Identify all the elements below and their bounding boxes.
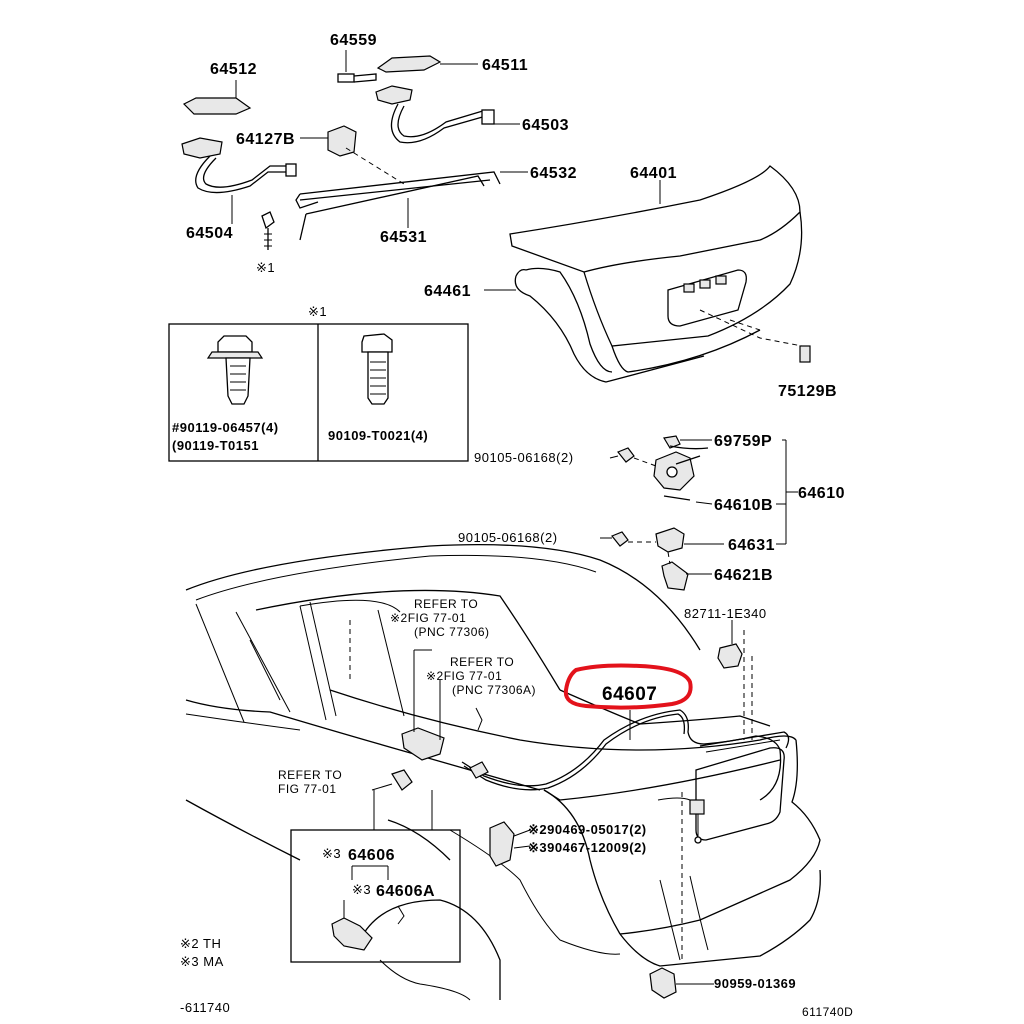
- label-64610: 64610: [798, 485, 845, 502]
- label-64503: 64503: [522, 117, 569, 134]
- legend-th: ※2 TH: [180, 936, 221, 951]
- label-64504: 64504: [186, 225, 233, 242]
- label-64532: 64532: [530, 165, 577, 182]
- label-64606a: 64606A: [376, 883, 435, 900]
- stopper-64127b-drawing: [300, 125, 357, 157]
- part-labels: 64559 64511 64512 64503 64127B 64532 644…: [172, 32, 853, 1019]
- label-75129b: 75129B: [778, 383, 837, 400]
- label-90467: ※390467-12009(2): [528, 840, 647, 855]
- hinge-64503-drawing: [375, 85, 520, 144]
- bracket-64511-drawing: [376, 55, 478, 73]
- label-refer1-line2: ※2FIG 77-01: [390, 611, 466, 625]
- label-bolt-left-2: (90119-T0151: [172, 438, 259, 453]
- label-64606: 64606: [348, 847, 395, 864]
- torsion-bars-drawing: [295, 147, 528, 241]
- label-69759p: 69759P: [714, 433, 772, 450]
- label-bolt-right-1: 90109-T0021(4): [328, 428, 428, 443]
- bolt-detail-box: [168, 323, 469, 462]
- footer-left-code: -611740: [180, 1000, 230, 1015]
- opener-detail-box: [290, 829, 461, 963]
- label-mark3-64606: ※3: [322, 846, 341, 861]
- bolt-64559-drawing: [337, 50, 377, 83]
- label-mark1-bolt: ※1: [256, 260, 275, 275]
- label-64512: 64512: [210, 61, 257, 78]
- label-refer2-line1: REFER TO: [450, 655, 514, 669]
- label-64610b: 64610B: [714, 497, 773, 514]
- label-64127b: 64127B: [236, 131, 295, 148]
- highlight-ring: [563, 663, 693, 710]
- label-64511: 64511: [482, 57, 528, 74]
- label-refer1-line1: REFER TO: [414, 597, 478, 611]
- label-refer2-line2: ※2FIG 77-01: [426, 669, 502, 683]
- lock-assembly-drawing: [600, 435, 798, 591]
- label-mark1-box: ※1: [308, 304, 327, 319]
- label-90469: ※290469-05017(2): [528, 822, 647, 837]
- legend-ma: ※3 MA: [180, 954, 224, 969]
- label-mark3-64606a: ※3: [352, 882, 371, 897]
- trunk-lid-drawing: [484, 165, 811, 383]
- footer-right-code: 611740D: [802, 1005, 853, 1019]
- label-refer1-line3: (PNC 77306): [414, 625, 490, 639]
- label-82711: 82711-1E340: [684, 606, 767, 621]
- label-refer2-line3: (PNC 77306A): [452, 683, 536, 697]
- bolt-mark1-drawing: [261, 211, 275, 250]
- label-64631: 64631: [728, 537, 775, 554]
- label-90105-upper: 90105-06168(2): [474, 450, 574, 465]
- label-90105-lower: 90105-06168(2): [458, 530, 558, 545]
- release-cable-drawing: [371, 620, 782, 999]
- label-64461: 64461: [424, 283, 471, 300]
- label-64401: 64401: [630, 165, 677, 182]
- label-bolt-left-1: #90119-06457(4): [172, 420, 279, 435]
- hinge-assembly: [181, 50, 528, 250]
- label-64531: 64531: [380, 229, 427, 246]
- hinge-64504-drawing: [181, 137, 297, 224]
- label-refer3-line1: REFER TO: [278, 768, 342, 782]
- label-64607: 64607: [602, 684, 657, 705]
- label-64621b: 64621B: [714, 567, 773, 584]
- label-90959: 90959-01369: [714, 976, 796, 991]
- label-refer3-line2: FIG 77-01: [278, 782, 337, 796]
- bracket-64512-drawing: [182, 80, 252, 115]
- label-64559: 64559: [330, 32, 377, 49]
